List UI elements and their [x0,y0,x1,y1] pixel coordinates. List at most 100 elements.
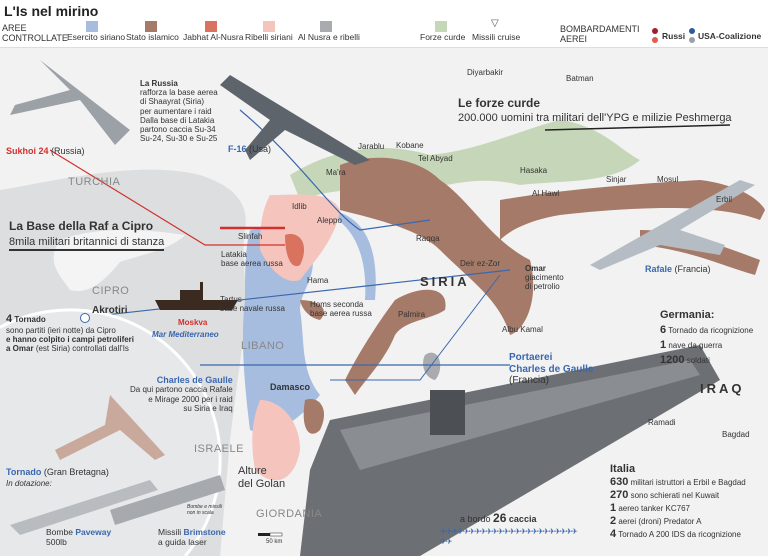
italy-number: 270 [610,489,629,501]
aircraft-country: (Russia) [51,146,85,156]
city-tel-abyad: Tel Abyad [418,154,453,163]
tornado-inset-border [0,308,222,556]
aircraft-name: Sukhoi 24 [6,146,49,156]
weapon-pre: Missili [158,527,182,537]
country-israele: ISRAELE [194,443,244,455]
scale-note: Bombe e missili non in scala [187,504,223,516]
cdg-line: Da qui partono caccia Rafale [130,385,233,395]
legend-label: Missili cruise [472,32,521,42]
legend-label: Al Nusra e ribelli [298,32,360,42]
carrier-title: Portaerei [509,352,553,363]
city-ramadi: Ramadi [648,418,676,427]
usa-dot-icon [689,28,695,34]
brimstone-missile-icon [110,475,225,525]
legend-label: Ribelli siriani [245,32,293,42]
city-sub: di petrolio [525,282,560,292]
sea-label: Mar Mediterraneo [152,330,219,339]
plane-icon: ✈ [445,537,453,546]
city-albu-kamal: Albu Kamal [502,325,543,334]
akrotiri-base-marker [80,313,90,323]
kurds-subtitle: 200.000 uomini tra militari dell'YPG e m… [458,112,732,124]
country-giordania: GIORDANIA [256,508,323,520]
city-name: Homs seconda [310,300,364,309]
plane-icon: ✈ [502,527,510,536]
area-ribelli-siriani [260,194,340,281]
city-deir-ez-zor: Deir ez-Zor [460,259,501,268]
legend-swatch-nusra-ribelli [320,21,332,32]
carrier-country: (Francia) [509,375,550,386]
plane-icon: ✈ [485,527,493,536]
plane-icon: ✈ [542,527,550,536]
country-libano: LIBANO [241,340,285,352]
germany-number: 6 [660,324,667,336]
city-diyarbakir: Diyarbakir [467,68,504,77]
legend-label: Stato islamico [126,32,179,42]
city-bagdad: Bagdad [722,430,750,439]
italy-text: aereo tanker KC767 [618,504,690,513]
russia-line: di Shaayrat (Siria) [140,97,205,107]
russia-line: per aumentare i raid [140,106,212,116]
city-mara: Ma'ra [326,168,346,177]
legend-swatch-nusra [205,21,217,32]
city-sinjar: Sinjar [606,175,627,184]
plane-icon: ✈ [445,527,453,536]
plane-icon: ✈ [479,527,487,536]
tornado-line: e hanno colpito i campi petroliferi [6,334,135,344]
tornado-label: Tornado (Gran Bretagna) [6,467,109,477]
aircraft-name: Rafale [645,264,673,274]
moskva-ship-icon [155,282,238,310]
city-al-hawl: Al Hawl [532,189,560,198]
rafale-icon [590,180,755,270]
weapon-name: Brimstone [183,527,226,537]
onboard-suffix: caccia [508,514,537,524]
city-mosul: Mosul [657,175,679,184]
russia-title: La Russia [140,79,178,88]
f16-label: F-16 (Usa) [228,144,271,154]
plane-icon: ✈ [548,527,555,536]
italy-text: sono schierati nel Kuwait [630,491,720,500]
plane-icon: ✈ [571,527,578,536]
city-aleppo: Aleppo [317,216,342,225]
tornado-line: sono partiti (ieri notte) da Cipro [6,325,116,335]
plane-icon: ✈ [525,527,533,536]
f16-icon [220,75,370,165]
cyprus-island [53,230,186,291]
germany-text: soldati [686,356,710,365]
city-hasaka: Hasaka [520,166,548,175]
area-esercito-siriano [242,228,320,433]
city-kobane: Kobane [396,141,424,150]
italy-title: Italia [610,463,636,475]
plane-icon: ✈ [559,527,567,536]
usa-dot-icon [689,37,695,43]
plane-icon: ✈ [531,527,538,536]
city-name: Latakia [221,250,247,259]
city-name: Omar [525,264,546,273]
tornado-icon [55,395,165,460]
city-jarablu: Jarablu [358,142,385,151]
tornado-strike-box: 4 Tornado sono partiti (ieri notte) da C… [6,313,134,353]
russia-line: rafforza la base aerea [140,88,218,98]
aircraft-name: Tornado [6,467,42,477]
russia-line: Su-24, Su-30 e Su-25 [140,134,218,144]
city-idlib: Idlib [292,202,307,211]
russia-line: partono caccia Su-34 [140,124,216,134]
italy-number: 2 [610,515,617,527]
legend-russi: Russi [662,31,686,41]
cruise-missile-icon: ▽ [491,18,499,29]
raf-subtitle: 8mila militari britannici di stanza [9,236,165,251]
weapon-sub: 500lb [46,536,67,547]
cdg-line: su Siria e Iraq [183,403,233,413]
plane-icon: ✈ [514,527,521,536]
russia-line: Dalla base di Latakia [140,115,215,125]
ship-moskva-label: Moskva [178,318,208,327]
legend-header: L'Is nel mirino AREE CONTROLLATE Esercit… [0,0,768,48]
legend-label: Forze curde [420,32,466,42]
legend-swatch-stato-islamico [145,21,157,32]
italy-text: militari istruttori a Erbil e Bagdad [630,478,746,487]
tornado-count: 4 [6,313,13,325]
italy-number: 630 [610,476,629,488]
cdg-title: Charles de Gaulle [156,375,233,385]
